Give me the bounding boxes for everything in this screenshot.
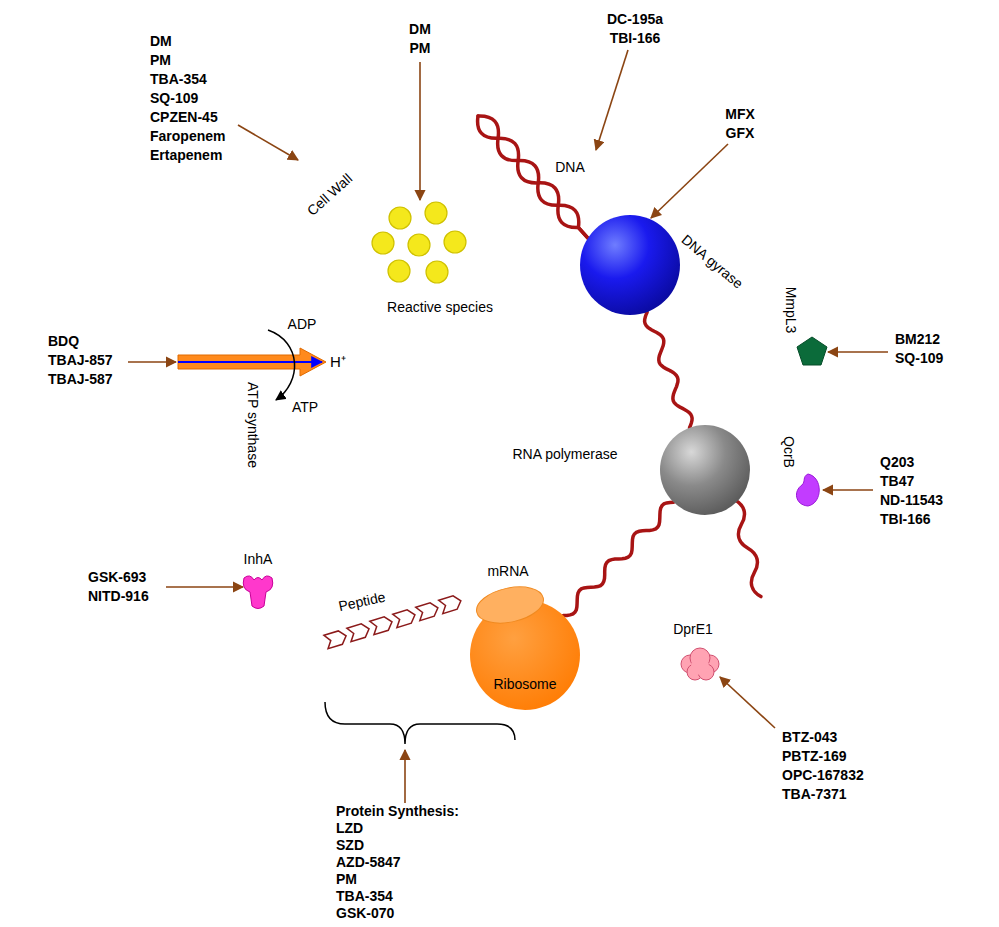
drug-name: MFX	[725, 107, 755, 122]
strand-line	[645, 312, 693, 428]
drug-name: TBAJ-857	[48, 353, 113, 368]
node-label: InhA	[244, 552, 273, 567]
drug-name: Faropenem	[150, 129, 225, 144]
drug-name: TBA-354	[336, 889, 393, 904]
part-label: ATP synthase	[244, 382, 259, 468]
drug-name: ND-11543	[880, 493, 943, 508]
dna-helix	[471, 110, 599, 250]
dna-gyrase: DNA gyrase	[575, 210, 745, 320]
drug-name: TBI-166	[880, 512, 931, 527]
drug-name: DM	[409, 22, 431, 37]
drug-name: TBA-354	[150, 72, 207, 87]
rna-polymerase: RNA polymerase	[505, 420, 755, 520]
part-label: Reactive species	[387, 300, 493, 315]
nucleic-acid-strand	[563, 502, 673, 615]
rna-strand	[729, 498, 766, 598]
drug-name: TBAJ-587	[48, 372, 113, 387]
drug-name: OPC-167832	[782, 768, 864, 783]
part-label: Peptide	[337, 590, 387, 615]
drug-name: PM	[336, 872, 357, 887]
drug-name: PM	[410, 41, 431, 56]
drug-name: NITD-916	[88, 589, 149, 604]
bracket	[325, 702, 515, 744]
node-label: Cell Wall	[305, 171, 356, 219]
drug-name: SQ-109	[895, 351, 943, 366]
drug-name: CPZEN-45	[150, 110, 218, 125]
node-label: QcrB	[780, 436, 795, 468]
node-label: RNA polymerase	[512, 447, 617, 462]
drug-name: GFX	[726, 126, 755, 141]
node-label: DNA gyrase	[678, 232, 745, 292]
drug-name: GSK-693	[88, 570, 146, 585]
nucleic-acid-strand	[645, 312, 693, 428]
drug-name: BTZ-043	[782, 730, 837, 745]
drug-name: Q203	[880, 455, 914, 470]
drug-name: DC-195a	[607, 12, 663, 27]
drug-name: PBTZ-169	[782, 749, 847, 764]
drug-name: AZD-5847	[336, 855, 401, 870]
inha-enzyme: InhA	[230, 548, 286, 616]
ribosome: Ribosome	[470, 585, 580, 710]
node-label: MmpL3	[782, 287, 797, 334]
drug-name: PM	[150, 53, 171, 68]
qcrb-protein: QcrB	[776, 425, 826, 515]
drug-name: SZD	[336, 838, 364, 853]
node-label: DprE1	[673, 622, 713, 637]
drug-name: BDQ	[48, 334, 79, 349]
drug-name: SQ-109	[150, 91, 198, 106]
part-label: ATP	[292, 400, 318, 415]
drug-name: DM	[150, 34, 172, 49]
drug-name: TBI-166	[610, 31, 661, 46]
rna-polymerase-shape	[505, 420, 755, 520]
strand-line	[563, 502, 673, 615]
mmpl3-transporter: MmpL3	[778, 280, 830, 370]
drug-name: Ertapenem	[150, 148, 222, 163]
reactive-dots	[372, 202, 466, 283]
drug-name: TB47	[880, 474, 914, 489]
drug-name: LZD	[336, 821, 363, 836]
part-label: ADP	[288, 317, 317, 332]
part-label: H⁺	[330, 354, 346, 371]
edge-label: mRNA	[487, 564, 528, 579]
drug-name: Protein Synthesis:	[336, 804, 459, 819]
part-label: DNA	[555, 160, 585, 175]
dpre1-enzyme: DprE1	[668, 618, 728, 682]
drug-name: GSK-070	[336, 906, 394, 921]
drug-name: TBA-7371	[782, 787, 847, 802]
leader-arrows	[128, 50, 888, 803]
node-label: Ribosome	[493, 677, 556, 692]
drug-name: BM212	[895, 332, 940, 347]
